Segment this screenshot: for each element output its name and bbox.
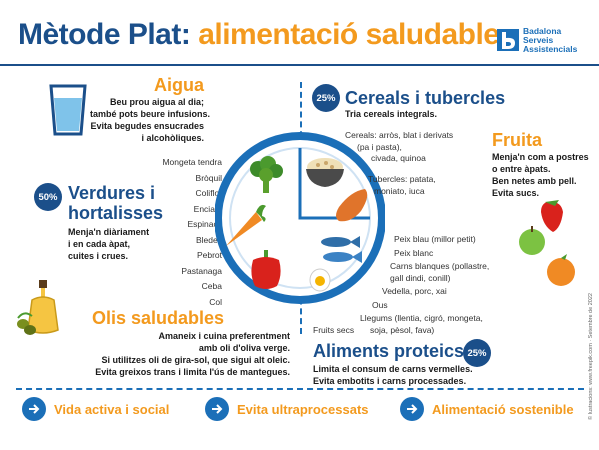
list-item: gall dindi, conill)	[390, 272, 451, 283]
list-item: Vedella, porc, xai	[382, 286, 447, 296]
list-item: Bledes	[196, 234, 222, 245]
pepper-icon	[249, 250, 283, 295]
logo-text: Badalona Serveis Assistencials	[523, 26, 578, 54]
fruit-illustration	[517, 196, 585, 293]
arrow-right-icon	[205, 397, 229, 421]
footer-item-sustainable-food: Alimentació sostenible	[400, 397, 574, 421]
list-item: Bròquil	[195, 172, 222, 183]
water-text: Beu prou aigua al dia; també pots beure …	[90, 97, 211, 143]
protein-text: Limita el consum de carns vermelles. Evi…	[313, 364, 473, 386]
title-part-1: Mètode Plat:	[18, 18, 191, 51]
protein-percent-badge: 25%	[463, 339, 491, 367]
title-part-2: alimentació saludable	[198, 18, 500, 51]
list-item: Coliflor	[195, 188, 222, 198]
broccoli-icon	[246, 155, 286, 200]
list-item: Espinacs	[187, 219, 223, 229]
list-item: Peix blau (millor petit)	[394, 234, 476, 244]
header-divider	[0, 64, 599, 66]
badalona-logo-icon	[497, 29, 519, 51]
sweet-potato-icon	[331, 185, 371, 230]
list-item: Llegums (llentia, cigró, mongeta,	[360, 313, 483, 323]
vegetables-list: Mongeta tendra Bròquil Coliflor Enciam E…	[140, 155, 222, 310]
rice-bowl-icon	[304, 155, 346, 194]
list-item: Enciam	[193, 203, 222, 214]
list-item: Ous	[372, 299, 388, 310]
fruit-heading: Fruita	[492, 130, 543, 150]
cereals-heading: Cereals i tubercles	[345, 88, 506, 108]
footer-item-avoid-ultraprocessed: Evita ultraprocessats	[205, 397, 369, 421]
cereals-subtitle: Tria cereals integrals.	[345, 109, 438, 119]
credit-text: © Iustracions: www.freepik.com · Setembr…	[588, 293, 594, 420]
page-title: Mètode Plat: alimentació saludable	[18, 18, 500, 52]
cereals-list: Cereals: arròs, blat i derivats (pa i pa…	[345, 130, 454, 163]
list-item: Col	[209, 296, 222, 307]
fish-icon	[318, 233, 364, 272]
list-item: Ceba	[201, 281, 222, 291]
oils-text: Amaneix i cuina preferentment amb oli d'…	[95, 331, 290, 377]
vegetables-heading: Verdures i hortalisses	[68, 183, 164, 223]
list-item: Pebrot	[196, 250, 222, 260]
list-item: Mongeta tendra	[162, 157, 222, 167]
list-item: Carns blanques (pollastre,	[390, 261, 490, 271]
list-item: Peix blanc	[394, 247, 434, 258]
oils-heading: Olis saludables	[92, 308, 225, 328]
cereals-percent-badge: 25%	[312, 84, 340, 112]
water-glass-icon	[48, 84, 88, 141]
list-item: Pastanaga	[181, 265, 222, 276]
olive-oil-icon	[14, 278, 74, 343]
list-item: soja, pèsol, fava)	[370, 324, 435, 335]
vegetables-percent-badge: 50%	[34, 183, 62, 211]
footer-item-active-life: Vida activa i social	[22, 397, 169, 421]
list-item-fruits-secs: Fruits secs	[313, 325, 355, 335]
egg-icon	[309, 268, 331, 297]
fruit-text: Menja'n com a postres o entre àpats. Ben…	[492, 152, 589, 198]
vegetables-description: Menja'n diàriament i en cada àpat, cuite…	[68, 227, 150, 261]
water-heading: Aigua	[153, 75, 204, 95]
tubers-list: Tubercles: patata, moniato, iuca	[368, 174, 436, 196]
protein-list: Peix blau (millor petit) Peix blanc Carn…	[360, 234, 489, 336]
carrot-icon	[222, 202, 268, 255]
arrow-right-icon	[400, 397, 424, 421]
protein-heading: Aliments proteics	[313, 341, 465, 361]
arrow-right-icon	[22, 397, 46, 421]
horizontal-divider	[16, 388, 584, 390]
